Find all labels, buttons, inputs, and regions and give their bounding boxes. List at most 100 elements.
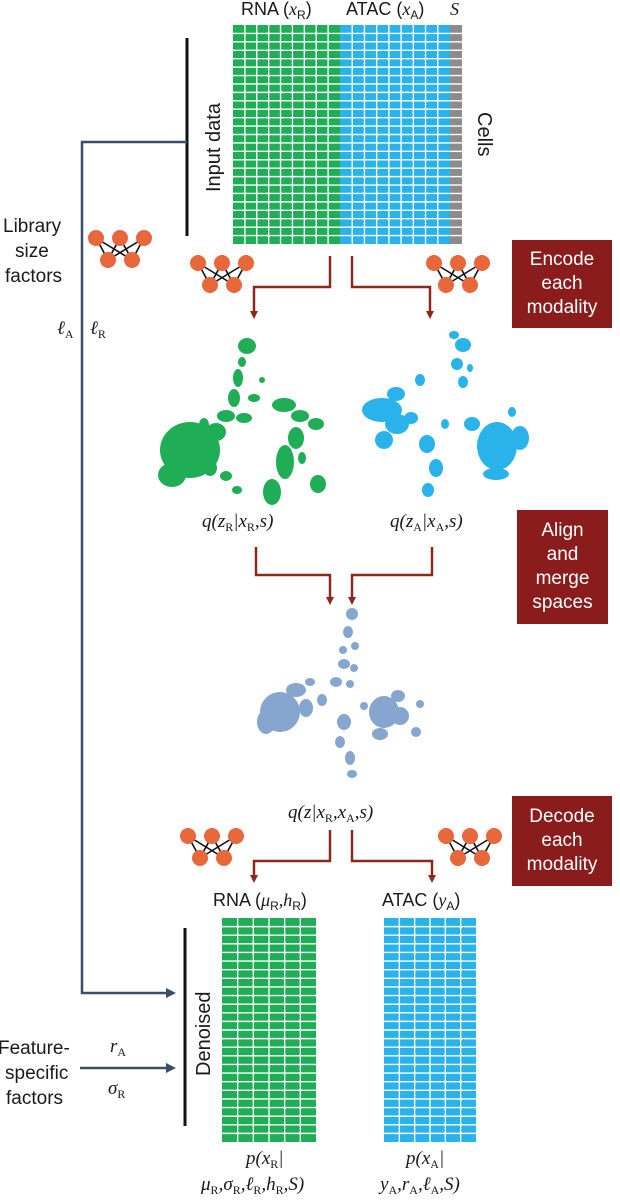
- merged-posterior-label: q(z|xR,xA,s): [288, 802, 373, 825]
- library-line-1: Library: [3, 216, 62, 237]
- output-atac-header: ATAC (yA): [382, 890, 460, 913]
- encode-step-line-1: Encode: [529, 249, 595, 270]
- denoised-output-matrices: [222, 918, 476, 1142]
- output-rna-label-text: RNA (: [213, 890, 261, 910]
- encoder-atac-network-icon: [426, 255, 490, 293]
- r-a-sub: A: [117, 1045, 126, 1059]
- r-a-symbol: r: [110, 1036, 118, 1057]
- input-rna-sub: R: [297, 8, 306, 22]
- encode-step-box: Encode each modality: [512, 240, 612, 328]
- align-step-line-3: merge: [535, 568, 590, 589]
- decode-step-line-2: each: [541, 830, 583, 851]
- output-rna-h-sub: R: [292, 899, 301, 913]
- input-rna-var: x: [288, 0, 297, 19]
- output-atac-y-sub: A: [446, 899, 454, 913]
- output-rna-h: ,h: [279, 890, 293, 910]
- atac-p-ell: ,ℓ: [418, 1174, 431, 1195]
- input-atac-var: x: [401, 0, 410, 19]
- align-step-line-4: spaces: [532, 592, 593, 613]
- atac-q-part1: q(z: [390, 511, 414, 532]
- rna-q-sub2: R: [247, 520, 255, 534]
- rna-latent-umap: [158, 338, 326, 505]
- feature-specific-factors-label: Feature- specific factors: [0, 1038, 70, 1109]
- input-atac-label-text: ATAC (: [346, 0, 402, 19]
- atac-latent-umap: [362, 331, 529, 497]
- merged-q-part1: q(z|x: [288, 802, 325, 823]
- input-rna-label-text: RNA (: [241, 0, 289, 19]
- rna-q-end: ,s): [255, 511, 273, 532]
- rna-q-sub1: R: [225, 520, 233, 534]
- output-atac-matrix: [384, 918, 476, 1142]
- merged-q-end: ,s): [355, 802, 373, 823]
- rna-likelihood-line2: μR,σR,ℓR,hR,S): [200, 1174, 304, 1197]
- encode-step-line-3: modality: [526, 297, 598, 318]
- rna-q-mid: |x: [233, 511, 247, 532]
- input-data-matrix: [233, 25, 462, 244]
- ell-a-label: ℓA: [57, 318, 74, 341]
- ell-a-symbol: ℓ: [57, 318, 65, 339]
- feature-line-2: specific: [5, 1063, 68, 1084]
- library-line-2: size: [15, 241, 49, 262]
- decoder-atac-network-icon: [438, 828, 502, 866]
- input-atac-sub: A: [410, 8, 418, 22]
- merged-q-sub2: A: [346, 811, 355, 825]
- atac-p-r: ,r: [397, 1174, 410, 1195]
- input-atac-matrix: [340, 25, 450, 244]
- ell-r-label: ℓR: [90, 318, 106, 341]
- decode-rna-arrow: [250, 830, 332, 883]
- align-step-line-1: Align: [541, 520, 584, 541]
- atac-p-y: y: [378, 1174, 389, 1195]
- align-rna-arrow: [254, 547, 334, 605]
- rna-likelihood-line1: p(xR|: [244, 1148, 284, 1171]
- library-line-3: factors: [5, 266, 62, 287]
- output-rna-header: RNA (μR,hR): [213, 890, 307, 913]
- input-data-label: Input data: [203, 102, 225, 192]
- rna-p-part1: p(x: [244, 1148, 271, 1169]
- atac-p-end: ,S): [439, 1174, 460, 1195]
- sigma-r-label: σR: [108, 1078, 125, 1101]
- atac-p-part1: p(x: [404, 1148, 431, 1169]
- atac-q-sub2: A: [436, 520, 445, 534]
- encode-step-line-2: each: [541, 273, 583, 294]
- output-rna-matrix: [222, 918, 316, 1142]
- input-rna-header: RNA (xR): [241, 0, 312, 22]
- atac-q-mid: |x: [422, 511, 436, 532]
- decode-atac-arrow: [350, 830, 436, 883]
- encoder-rna-network-icon: [190, 255, 254, 293]
- decode-step-line-1: Decode: [529, 806, 595, 827]
- decode-step-box: Decode each modality: [512, 796, 612, 886]
- merged-latent-umap: [257, 608, 424, 778]
- sigma-r-symbol: σ: [108, 1078, 118, 1099]
- rna-q-part1: q(z: [202, 511, 226, 532]
- atac-likelihood-line2: yA,rA,ℓA,S): [378, 1174, 460, 1197]
- ell-r-sub: R: [98, 327, 106, 341]
- rna-posterior-label: q(zR|xR,s): [202, 511, 273, 534]
- feature-line-3: factors: [6, 1088, 63, 1109]
- encode-rna-arrow: [250, 256, 332, 319]
- atac-q-end: ,s): [444, 511, 462, 532]
- decoder-rna-network-icon: [180, 828, 244, 866]
- library-network-icon: [88, 230, 152, 268]
- atac-likelihood-line1: p(xA|: [404, 1148, 444, 1171]
- input-s-column: [450, 25, 462, 244]
- merged-q-sub1: R: [325, 811, 333, 825]
- rna-p-end: ,S): [284, 1174, 305, 1195]
- align-atac-arrow: [348, 547, 434, 605]
- merged-q-mid: ,x: [333, 802, 347, 823]
- atac-posterior-label: q(zA|xA,s): [390, 511, 463, 534]
- rna-p-ell: ,ℓ: [241, 1174, 254, 1195]
- input-atac-header: ATAC (xA): [346, 0, 424, 22]
- atac-p-sub1: A: [430, 1157, 439, 1171]
- library-size-factors-label: Library size factors: [3, 216, 62, 287]
- output-atac-label-text: ATAC (: [382, 890, 438, 910]
- rna-p-sub1: R: [270, 1157, 278, 1171]
- ell-a-sub: A: [65, 327, 74, 341]
- input-header: RNA (xR) ATAC (xA) S: [241, 0, 459, 22]
- feature-line-1: Feature-: [0, 1038, 70, 1059]
- align-step-line-2: and: [546, 544, 579, 565]
- cells-label: Cells: [473, 112, 495, 156]
- rna-p-sigma: ,σ: [219, 1174, 234, 1195]
- align-step-box: Align and merge spaces: [517, 510, 608, 624]
- sigma-r-sub: R: [117, 1087, 125, 1101]
